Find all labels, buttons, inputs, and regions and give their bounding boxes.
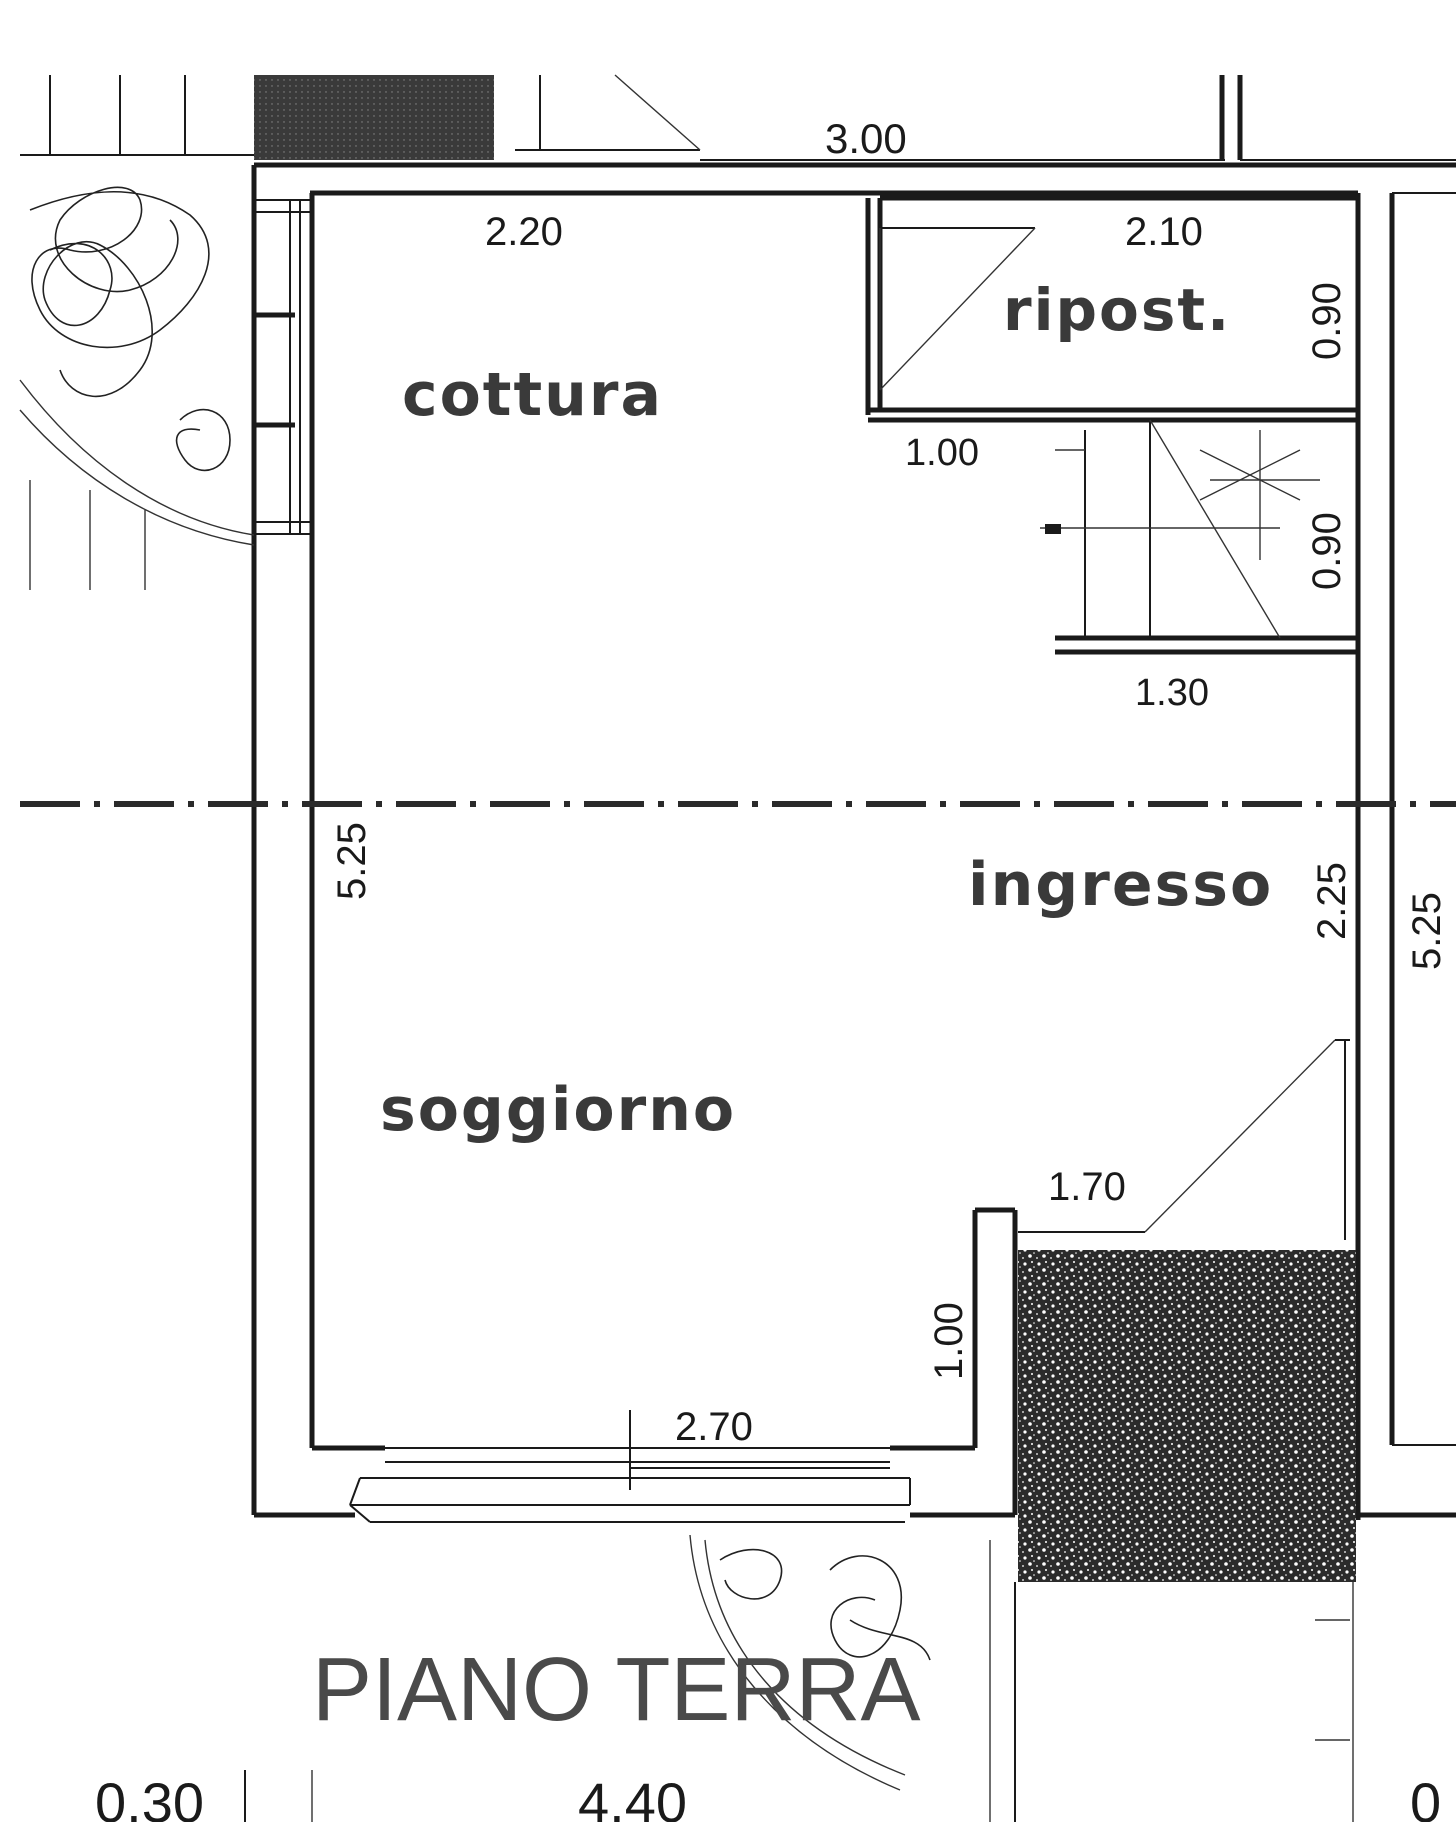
dim-ripost-door: 1.00 [905,432,979,474]
room-label-ripostiglio: ripost. [1003,276,1231,344]
dim-cottura-width: 2.20 [485,210,563,254]
left-windows [253,199,313,535]
dim-top-total: 3.00 [825,115,907,162]
dim-window-width: 2.70 [675,1405,753,1449]
dim-porch-depth: 1.00 [927,1302,971,1380]
room-label-soggiorno: soggiorno [380,1075,736,1145]
ripostiglio-walls [865,195,1358,423]
dim-stair-width: 1.30 [1135,672,1209,714]
dim-ingresso-height: 2.25 [1310,862,1354,940]
dim-stair-depth: 0.90 [1305,512,1349,590]
garden-plants [19,186,1350,1822]
dim-left-height: 5.25 [330,822,374,900]
house-walls [251,162,1456,1520]
bottom-window [349,1410,911,1523]
porch-gravel [1018,1250,1356,1582]
porch [1014,1039,1356,1822]
dim-ripost-depth: 0.90 [1305,282,1349,360]
dim-right-height: 5.25 [1405,892,1449,970]
plan-title: PIANO TERRA [312,1640,920,1740]
top-exterior [20,74,1456,161]
room-label-cottura: cottura [402,360,663,430]
stair [1040,419,1358,655]
dim-bottom-left: 0.30 [95,1771,204,1822]
dim-ripost-width: 2.10 [1125,210,1203,254]
dim-bottom-main: 4.40 [578,1771,687,1822]
room-label-ingresso: ingresso [968,850,1273,920]
dim-porch-width: 1.70 [1048,1165,1126,1209]
dim-bottom-right: 0 [1410,1771,1441,1822]
